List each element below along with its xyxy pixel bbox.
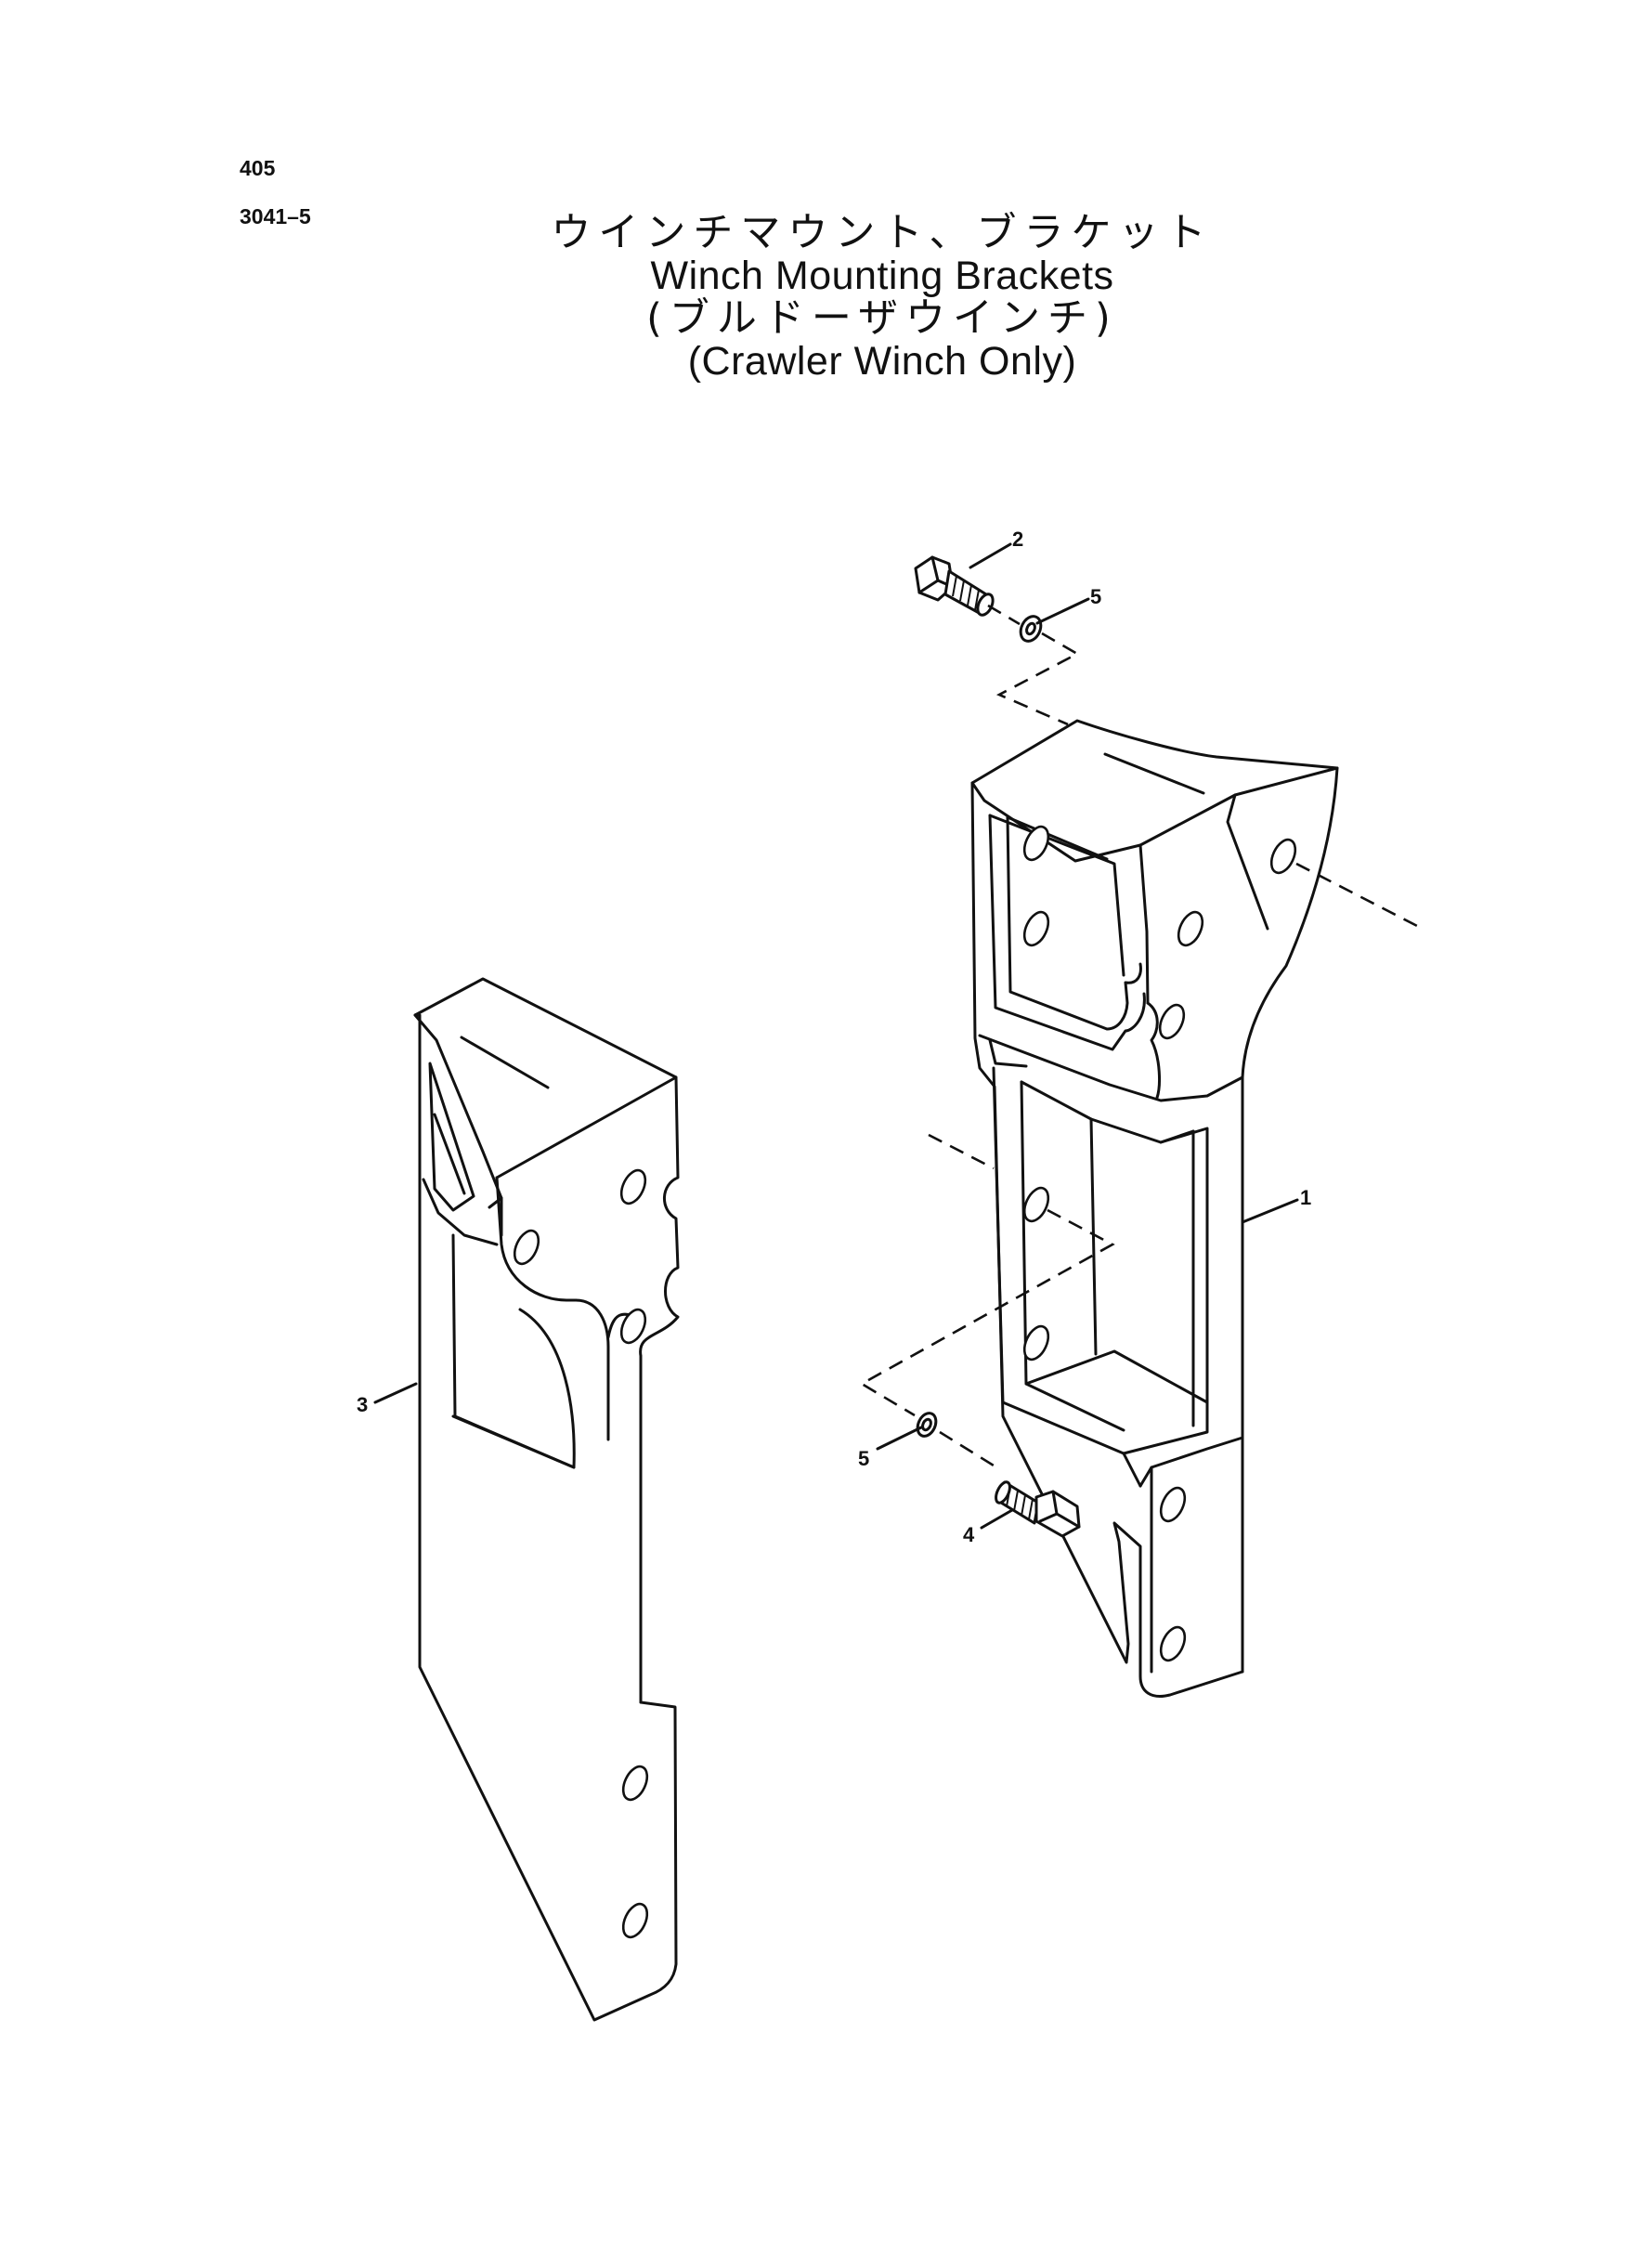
callout-part-2: 2 [1012,528,1023,551]
page-title: ウインチマウント、ブラケット Winch Mounting Brackets (… [409,212,1356,383]
leader-part-3 [373,1382,418,1404]
callout-bottom-part-5: 5 [858,1447,869,1470]
top-washer-part-5 [1019,615,1043,643]
subtitle-japanese: (ブルドーザウインチ) [646,295,1118,342]
leader-part-2 [969,542,1012,569]
leader-top-part-5 [1035,597,1090,625]
right-bracket-part-1 [970,719,1339,1698]
title-japanese: ウインチマウント、ブラケット [551,210,1214,256]
subtitle-english: (Crawler Winch Only) [687,339,1077,384]
bottom-bolt-part-4 [995,1480,1081,1538]
bottom-washer-part-5 [916,1412,938,1438]
section-code: 3041–5 [240,204,311,228]
top-bolt-part-2 [914,555,995,617]
callout-top-part-5: 5 [1090,585,1101,608]
callout-part-3: 3 [357,1393,368,1416]
assembly-guide-lines [859,604,1420,1467]
callout-leaders [373,542,1299,1530]
callout-numbers: 2 5 1 3 5 4 [357,528,1311,1546]
callout-part-1: 1 [1300,1186,1311,1209]
leader-part-1 [1241,1198,1299,1224]
callout-part-4: 4 [963,1523,975,1546]
left-bracket-part-3 [413,977,680,2022]
leader-bottom-part-5 [876,1426,923,1451]
leader-part-4 [980,1508,1014,1530]
page-number: 405 [240,156,276,180]
title-english: Winch Mounting Brackets [650,254,1114,298]
